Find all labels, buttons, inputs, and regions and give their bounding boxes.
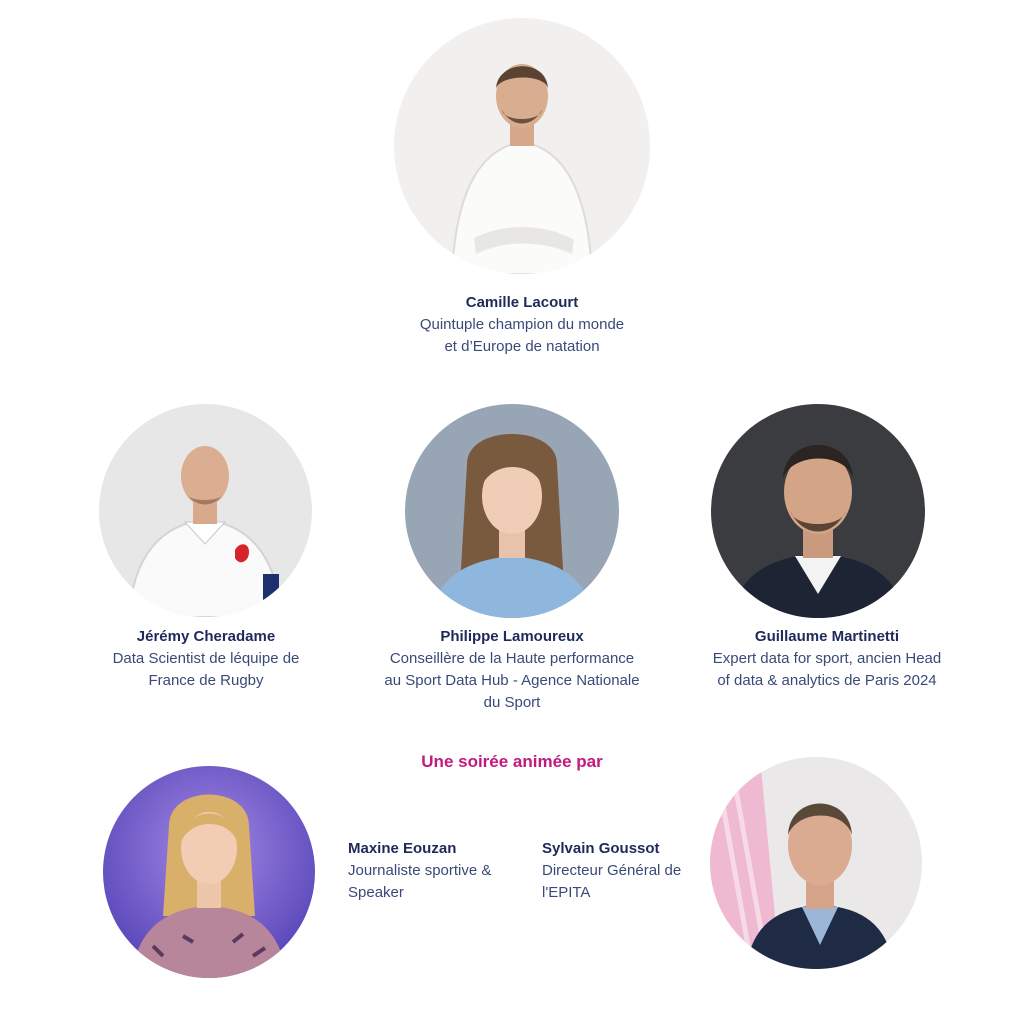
speaker-role: Conseillère de la Haute performance au S… [384,650,640,711]
host-name: Maxine Eouzan [348,840,457,857]
speaker-name: Philippe Lamoureux [440,628,584,645]
speaker-photo-philippe-lamoureux [405,404,619,618]
speaker-philippe-lamoureux: Philippe Lamoureux Conseillère de la Hau… [382,626,642,714]
speaker-photo-camille-lacourt [394,18,650,274]
speaker-role: Expert data for sport, ancien Head of da… [712,650,942,689]
speaker-role: Quintuple champion du monde et d’Europe … [419,316,625,355]
speaker-guillaume-martinetti: Guillaume Martinetti Expert data for spo… [712,626,942,692]
speaker-photo-guillaume-martinetti [711,404,925,618]
host-sylvain-goussot: Sylvain Goussot Directeur Général de l'E… [542,838,692,904]
speaker-name: Jérémy Cheradame [136,628,276,645]
host-name: Sylvain Goussot [542,840,660,857]
speaker-name: Guillaume Martinetti [754,628,900,645]
speaker-photo-jeremy-cheradame [99,404,312,617]
host-photo-maxine-eouzan [103,766,315,978]
speaker-camille-lacourt: Camille Lacourt Quintuple champion du mo… [412,292,632,358]
speaker-jeremy-cheradame: Jérémy Cheradame Data Scientist de léqui… [90,626,322,692]
host-photo-sylvain-goussot [710,757,922,969]
speaker-name: Camille Lacourt [465,294,579,311]
host-role: Directeur Général de l'EPITA [542,862,682,901]
hosts-heading: Une soirée animée par [421,752,603,771]
speaker-role: Data Scientist de léquipe de France de R… [112,650,300,689]
host-maxine-eouzan: Maxine Eouzan Journaliste sportive & Spe… [348,838,520,904]
host-role: Journaliste sportive & Speaker [348,862,492,901]
